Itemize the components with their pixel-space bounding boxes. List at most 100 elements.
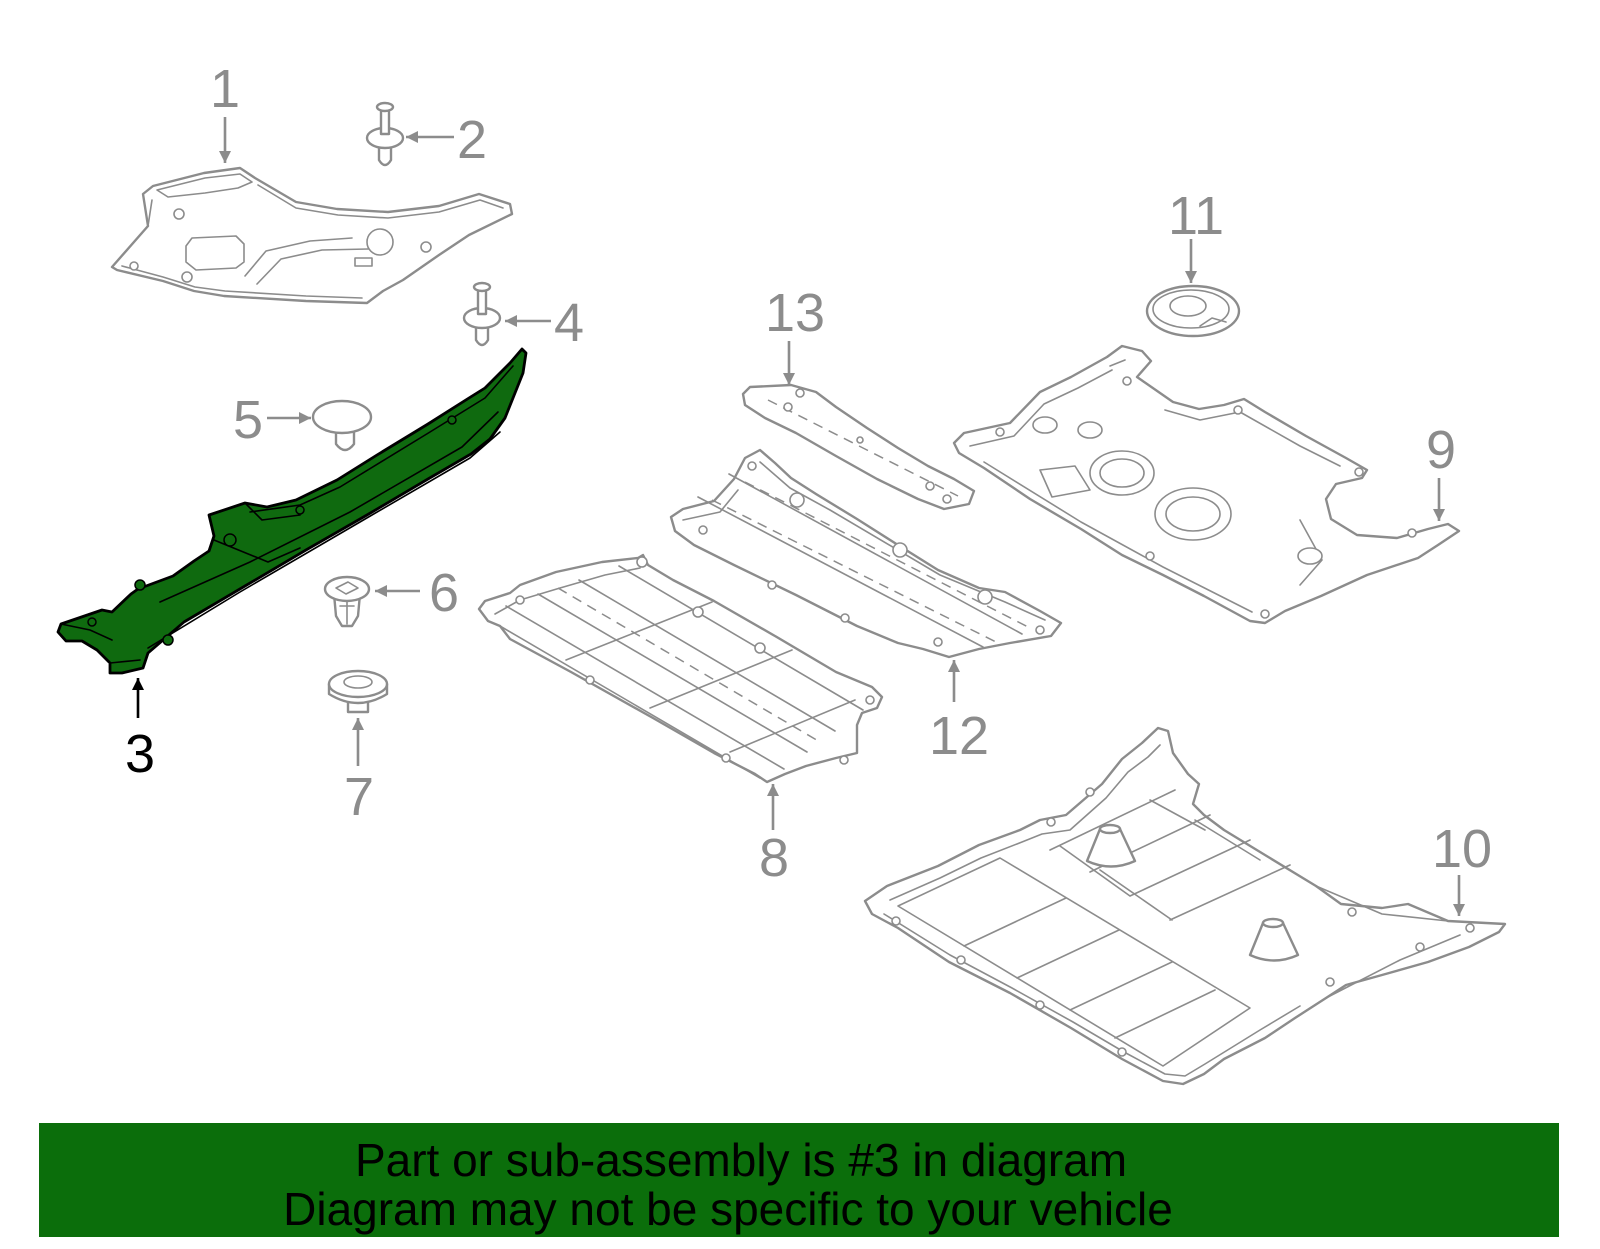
mounting-hole [692, 606, 704, 618]
part-9-opening-inner [1099, 458, 1145, 488]
callout-label[interactable]: 9 [1426, 420, 1456, 480]
callout-2[interactable]: 2 [406, 110, 487, 170]
mounting-hole [129, 261, 139, 271]
callout-10[interactable]: 10 [1432, 819, 1492, 916]
part-2-body [377, 143, 393, 167]
part-13-centerline [767, 399, 959, 497]
mounting-hole [1085, 787, 1095, 797]
info-banner: Part or sub-assembly is #3 in diagram Di… [39, 1123, 1559, 1237]
mounting-boss [1297, 547, 1323, 565]
part-2-clip [365, 101, 405, 167]
part-1-contour [121, 173, 504, 299]
part-10-outline [863, 726, 1507, 1086]
mounting-hole [767, 580, 777, 590]
callout-1[interactable]: 1 [210, 59, 240, 163]
callout-label[interactable]: 7 [344, 767, 374, 827]
mounting-hole [515, 595, 525, 605]
part-5-disc [311, 399, 373, 435]
callout-3[interactable]: 3 [125, 678, 155, 784]
part-12-outline [669, 448, 1063, 659]
mounting-hole [1415, 942, 1425, 952]
callout-9[interactable]: 9 [1426, 420, 1456, 521]
part-6-prong [339, 597, 355, 625]
callout-8[interactable]: 8 [759, 784, 789, 888]
callout-label[interactable]: 8 [759, 828, 789, 888]
mounting-hole [585, 675, 595, 685]
part-6-push-clip [323, 575, 371, 628]
callout-4[interactable]: 4 [505, 293, 584, 353]
mounting-hole [162, 634, 174, 646]
mounting-hole [223, 533, 237, 547]
part-6-cap [323, 575, 371, 603]
part-7-cap-nut [327, 669, 389, 714]
callout-label[interactable]: 12 [929, 706, 989, 766]
mounting-hole [295, 505, 305, 515]
mounting-hole [942, 494, 952, 504]
part-11-notch [1199, 317, 1227, 327]
mounting-hole [1122, 376, 1132, 386]
mounting-hole [173, 208, 185, 220]
part-4-head [472, 281, 492, 293]
part-10-floor [897, 857, 1251, 1067]
callout-label[interactable]: 10 [1432, 819, 1492, 879]
mounting-hole [1035, 625, 1045, 635]
mounting-boss [892, 542, 908, 558]
callout-11[interactable]: 11 [1168, 186, 1224, 283]
callout-label[interactable]: 1 [210, 59, 240, 119]
mounting-hole [420, 241, 432, 253]
mounting-hole [1407, 528, 1417, 538]
callout-label[interactable]: 4 [554, 293, 584, 353]
banner-line-1: Part or sub-assembly is #3 in diagram [355, 1134, 1127, 1186]
part-9-opening-ring [1089, 450, 1155, 496]
part-3-highlighted-side-panel [56, 347, 528, 675]
part-10-braces [1049, 789, 1461, 999]
callout-label[interactable]: 2 [457, 110, 487, 170]
mounting-hole [891, 916, 901, 926]
callout-label[interactable]: 3 [125, 724, 155, 784]
part-10-cone [1248, 921, 1300, 962]
part-8-center-shield [477, 553, 884, 784]
mounting-hole [1354, 467, 1364, 477]
callout-label[interactable]: 11 [1168, 186, 1224, 246]
part-12-contour [682, 461, 1046, 648]
callout-12[interactable]: 12 [929, 660, 989, 766]
mounting-boss [1077, 421, 1103, 439]
part-2-head [375, 101, 395, 113]
mounting-hole [795, 388, 805, 398]
mounting-hole [1465, 923, 1475, 933]
mounting-hole [636, 556, 648, 568]
mounting-boss [789, 492, 805, 508]
mounting-hole [956, 955, 966, 965]
callout-label[interactable]: 5 [233, 390, 263, 450]
part-7-center [343, 675, 373, 689]
part-1-outline [110, 166, 514, 305]
part-9-front-shield [952, 344, 1461, 625]
mounting-boss [1032, 416, 1058, 434]
callout-7[interactable]: 7 [344, 718, 374, 827]
callout-label[interactable]: 13 [765, 283, 825, 343]
part-10-rim [883, 744, 1301, 1077]
callout-5[interactable]: 5 [233, 390, 311, 450]
part-13-support-strip [741, 383, 976, 511]
part-8-outline [477, 553, 884, 784]
mounting-hole [181, 271, 193, 283]
mounting-hole [87, 617, 97, 627]
mounting-hole [1035, 1000, 1045, 1010]
mounting-hole [366, 228, 394, 256]
mounting-hole [865, 695, 875, 705]
part-5-plug [311, 399, 373, 452]
callout-6[interactable]: 6 [375, 563, 459, 623]
mounting-hole [1046, 817, 1056, 827]
part-10-cone [1085, 827, 1137, 868]
part-4-body [474, 323, 490, 347]
part-10-rear-shield [863, 726, 1507, 1086]
part-11-inner-rim [1152, 289, 1230, 329]
part-1-upper-shield [110, 166, 514, 305]
mounting-boss [977, 589, 993, 605]
info-banner-background [39, 1123, 1559, 1237]
callout-13[interactable]: 13 [765, 283, 825, 385]
mounting-hole [721, 753, 731, 763]
banner-line-2: Diagram may not be specific to your vehi… [283, 1183, 1173, 1235]
callout-label[interactable]: 6 [429, 563, 459, 623]
